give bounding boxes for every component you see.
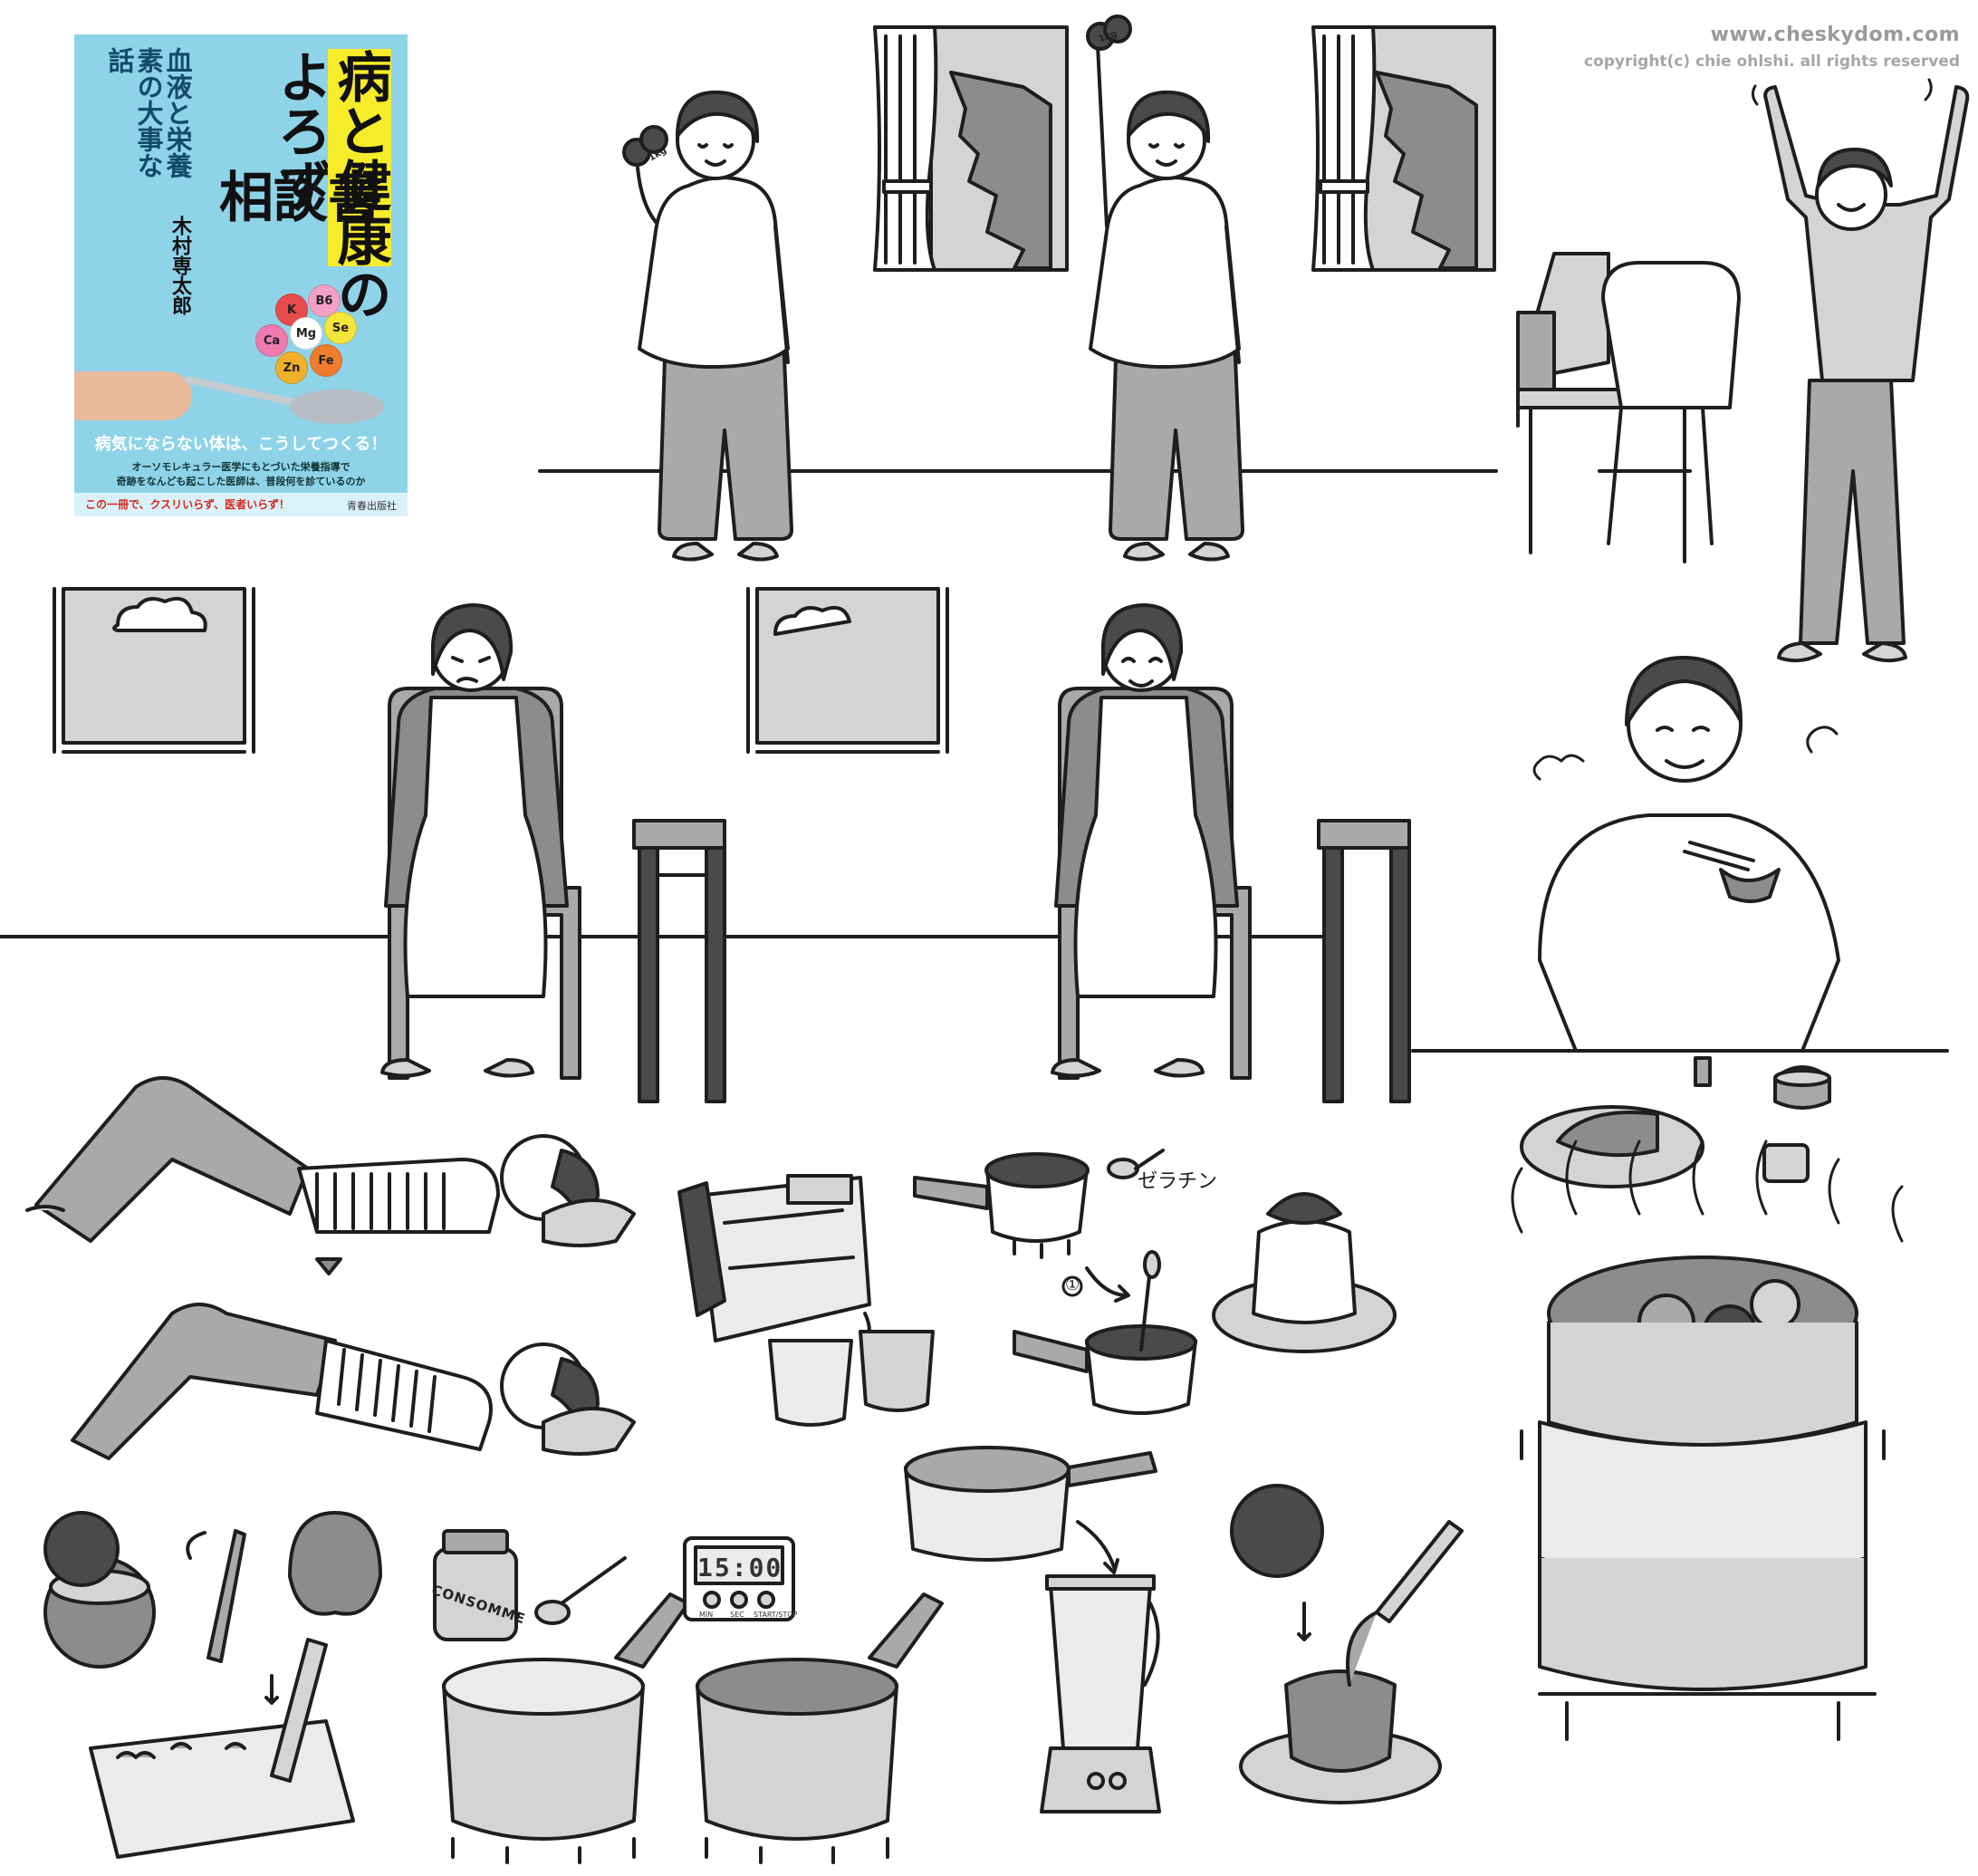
- window-curtain: [873, 25, 1069, 272]
- curved-arrow-icon: [1061, 1266, 1130, 1303]
- gelatin-label: ゼラチン: [1138, 1170, 1218, 1193]
- watermark-url: www.cheskydom.com: [1710, 24, 1960, 46]
- cups: [768, 1330, 935, 1427]
- hand-image: [74, 371, 192, 420]
- blender-jug: [677, 1174, 871, 1352]
- table: [1317, 819, 1411, 1103]
- book-cover: 血液と栄養素の大事な話 木村専太郎 病と健康の よろず 相談書 K B6 Ca …: [74, 34, 408, 516]
- watermark-copyright: copyright(c) chie ohlshi. all rights res…: [1583, 53, 1960, 71]
- pudding-dessert: [1212, 1192, 1397, 1353]
- tomato-hollowed: [43, 1511, 206, 1669]
- saucepan-vegetables: [904, 1446, 1157, 1574]
- measuring-spoon: [534, 1556, 627, 1625]
- book-description: オーソモレキュラー医学にもとづいた栄養指導で 奇跡をなんども起こした医師は、普段…: [116, 461, 366, 487]
- spoon-bowl-image: [290, 390, 384, 424]
- timer-button-label: START/STOP: [754, 1611, 798, 1619]
- kitchen-timer: [683, 1536, 795, 1621]
- woman-dumbbell-overhead: [1086, 14, 1244, 562]
- nutrient-badge: Fe: [310, 344, 342, 377]
- tomato-soup-bowl: [1230, 1484, 1464, 1804]
- nutrient-badge: Se: [324, 312, 357, 344]
- nutrient-badge: Mg: [290, 317, 322, 350]
- woman-seated-tense: [380, 603, 581, 1080]
- step-number-label: ①: [1065, 1275, 1080, 1294]
- asparagus: [206, 1529, 246, 1663]
- book-author: 木村専太郎: [168, 216, 191, 315]
- woman-lying-knees-up: [25, 1076, 636, 1247]
- saucepan-gelatin: [913, 1149, 1165, 1259]
- book-title-line-3: 相談書: [219, 167, 382, 230]
- woman-seated-relaxed: [1051, 603, 1252, 1080]
- table: [632, 819, 726, 1103]
- window-cloud: [746, 587, 949, 754]
- saucepan-stirred: [1013, 1250, 1197, 1415]
- bell-pepper: [288, 1511, 382, 1616]
- nutrient-badge: Zn: [275, 351, 308, 384]
- timer-button-label: MIN: [699, 1611, 714, 1619]
- book-band: [74, 493, 408, 516]
- down-triangle-icon: [315, 1257, 342, 1275]
- consomme-jar: [433, 1529, 518, 1641]
- soup-pot-1: [442, 1592, 690, 1864]
- soup-pot-2: [696, 1592, 944, 1864]
- man-stretching-desk: [1516, 78, 1970, 663]
- timer-display: 15:00: [697, 1553, 783, 1583]
- woman-lying-hips-up: [71, 1303, 636, 1460]
- nutrient-badge: Ca: [255, 324, 288, 357]
- window-curtain: [1311, 25, 1496, 272]
- book-catchphrase: 病気にならない体は、こうしてつくる！: [94, 435, 388, 454]
- man-eating-soup: [1532, 655, 1840, 1053]
- book-title-line-2: よろず: [268, 49, 331, 212]
- woman-dumbbell-curl: [622, 90, 793, 562]
- blender: [1040, 1574, 1161, 1813]
- book-strap: この一冊で、クスリいらず、医者いらず！: [85, 498, 290, 511]
- cutting-board: [89, 1638, 355, 1859]
- book-subtitle: 血液と栄養素の大事な話: [104, 47, 193, 178]
- meal-plates: [1520, 1056, 1831, 1188]
- window-cloud: [53, 587, 255, 754]
- book-publisher: 青春出版社: [347, 500, 397, 512]
- steaming-pot: [1511, 1140, 1904, 1741]
- timer-button-label: SEC: [730, 1611, 744, 1619]
